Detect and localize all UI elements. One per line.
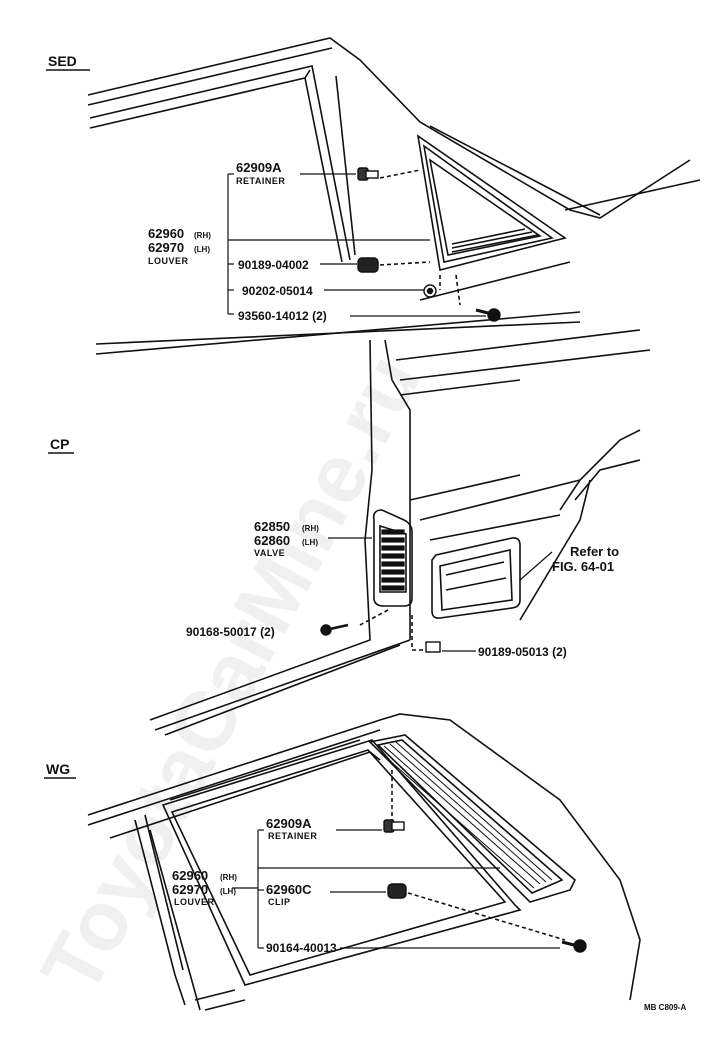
cp-part-screw: 90168-50017 (2) <box>186 625 275 639</box>
cp-part-clip: 90189-05013 (2) <box>478 645 567 659</box>
sed-louver-lh-partno: 62970 <box>148 240 184 255</box>
sed-louver-name: LOUVER <box>148 256 189 266</box>
wg-retainer-icon <box>383 819 405 833</box>
wg-louver-rh: (RH) <box>220 873 237 882</box>
section-label-cp: CP <box>50 436 69 452</box>
cp-leader-lines <box>328 537 553 652</box>
wg-leader-lines <box>232 829 560 949</box>
sed-clip-icon <box>357 257 379 273</box>
cp-clip-icon <box>425 641 441 653</box>
wg-louver-slats <box>379 741 553 889</box>
wg-section <box>87 713 641 1011</box>
cp-screw-icon <box>320 623 349 636</box>
wg-retainer-name: RETAINER <box>268 831 317 841</box>
sed-nut-icon <box>423 284 437 298</box>
sed-part-screw: 93560-14012 (2) <box>238 309 327 323</box>
cp-refer-line2: FIG. 64-01 <box>552 559 614 574</box>
wg-louver-name: LOUVER <box>174 897 215 907</box>
cp-valve-rh-partno: 62850 <box>254 519 290 534</box>
wg-louver-rh-partno: 62960 <box>172 868 208 883</box>
cp-refer-line1: Refer to <box>570 544 619 559</box>
sed-screw-icon <box>475 308 501 322</box>
sed-louver-rh-partno: 62960 <box>148 226 184 241</box>
sed-louver-lh: (LH) <box>194 245 210 254</box>
sed-part-nut: 90202-05014 <box>242 284 313 298</box>
figure-code: MB C809-A <box>644 1003 686 1012</box>
cp-valve-lh: (LH) <box>302 538 318 547</box>
sed-part-clip: 90189-04002 <box>238 258 309 272</box>
sed-retainer-name: RETAINER <box>236 176 285 186</box>
cp-valve-rh: (RH) <box>302 524 319 533</box>
wg-screw-icon <box>561 939 587 953</box>
cp-valve-lh-partno: 62860 <box>254 533 290 548</box>
sed-louver-rh: (RH) <box>194 231 211 240</box>
sed-leader-lines <box>227 173 486 317</box>
sed-section <box>87 37 701 355</box>
sed-retainer-partno: 62909A <box>236 160 282 175</box>
sed-retainer-icon <box>357 167 379 181</box>
cp-valve-slats <box>381 529 405 591</box>
watermark: ToyotaCarMine.ru <box>23 339 438 1008</box>
cp-valve-name: VALVE <box>254 548 285 558</box>
wg-clip-partno: 62960C <box>266 882 312 897</box>
wg-louver-lh: (LH) <box>220 887 236 896</box>
wg-clip-icon <box>387 883 407 899</box>
cp-section <box>149 329 651 736</box>
wg-louver-lh-partno: 62970 <box>172 882 208 897</box>
wg-clip-name: CLIP <box>268 897 291 907</box>
section-label-wg: WG <box>46 761 70 777</box>
wg-part-screw: 90164-40013 <box>266 941 337 955</box>
wg-retainer-partno: 62909A <box>266 816 312 831</box>
section-label-sed: SED <box>48 53 77 69</box>
